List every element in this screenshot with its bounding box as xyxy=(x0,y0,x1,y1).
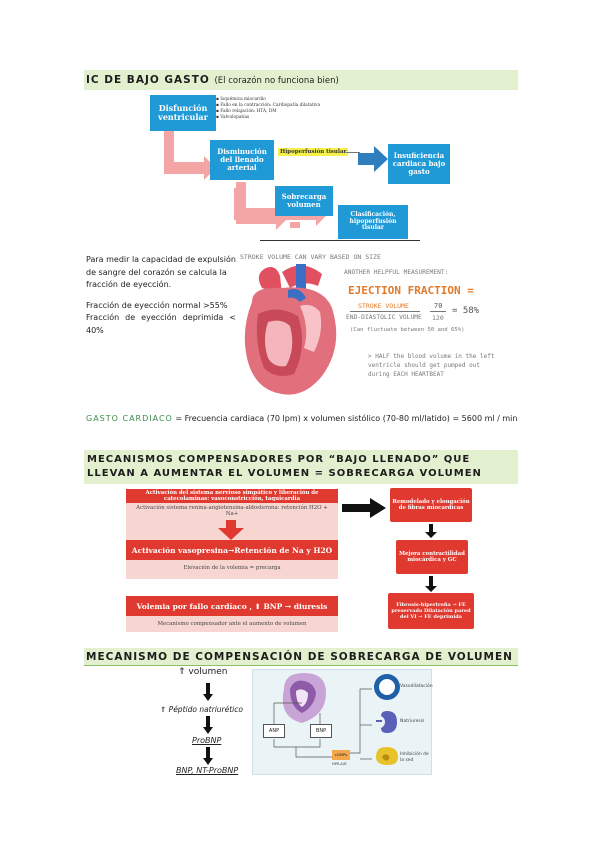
right-arrow-black xyxy=(342,498,386,518)
red-bar-1: Activación del sistema nervioso simpátic… xyxy=(126,489,338,503)
sketch-fraction-line xyxy=(350,311,420,312)
pink-bar-3: Mecanismo compensador ante el aumento de… xyxy=(126,616,338,632)
mech-step-probnp: ProBNP xyxy=(192,736,222,745)
diagram-cgmp-box: cGMPs xyxy=(332,750,350,760)
ef-normal: Fracción de eyección normal >55% xyxy=(86,300,228,310)
diagram-sed: Inhibición de la sed xyxy=(400,752,429,763)
sketch-num-line xyxy=(430,311,446,312)
gasto-label: GASTO CARDIACO xyxy=(86,414,173,423)
section2-title: MECANISMOS COMPENSADORES POR “BAJO LLENA… xyxy=(87,454,482,479)
note-1: Isquémica miocardio xyxy=(216,97,320,103)
right-box-1: Remodelado y elongación de fibras miocar… xyxy=(390,488,472,522)
note-2: Fallo en la contracción: Cardiopatía dil… xyxy=(216,103,320,109)
flow-blue-arrow xyxy=(358,146,388,172)
sketch-result: = 58% xyxy=(452,306,480,316)
flow-box-disminucion: Disminución del llenado arterial xyxy=(210,140,274,180)
sketch-end-diastolic: END-DIASTOLIC VOLUME xyxy=(346,314,422,321)
flow-notes: Isquémica miocardio Fallo en la contracc… xyxy=(216,97,320,121)
section1-title: IC DE BAJO GASTO xyxy=(86,74,210,86)
ef-deprimida: Fracción de eyección deprimida < 40% xyxy=(86,313,236,335)
flow-arrow-1 xyxy=(164,128,216,180)
diagram-connectors xyxy=(273,688,372,760)
flow-arrow-stub xyxy=(290,222,300,228)
flow-box-sobrecarga: Sobrecarga volumen xyxy=(275,186,333,216)
gasto-text: = Frecuencia cardiaca (70 lpm) x volumen… xyxy=(172,414,518,423)
sketch-another: ANOTHER HELPFUL MEASUREMENT: xyxy=(344,269,449,276)
sketch-ef-label: EJECTION FRACTION = xyxy=(348,284,474,297)
brain-icon xyxy=(376,747,398,765)
sketch-den: 120 xyxy=(432,314,444,322)
flow-arrow-3 xyxy=(234,188,328,226)
mech-arrow-3 xyxy=(203,747,213,765)
right-box-2: Mejora contractilidad miocárdica y GC xyxy=(396,540,468,574)
mech-arrow-1 xyxy=(203,683,213,701)
ef-p1: Para medir la capacidad de expulsión de … xyxy=(86,255,236,289)
right-box-3: Fibrosis-hipertrofia → FE preservada Dil… xyxy=(388,593,474,629)
diagram-anp-box: ANP xyxy=(263,724,285,738)
red-bar-2: Activación vasopresina→Retención de Na y… xyxy=(126,540,338,560)
vessel-icon xyxy=(374,674,400,700)
section1-header: IC DE BAJO GASTO (El corazón no funciona… xyxy=(84,70,518,90)
flow-line-right xyxy=(346,152,360,153)
right-down-arrow-1 xyxy=(425,524,437,538)
flow-box-clasificacion: Clasificación, hipoperfusión tisular xyxy=(338,205,408,239)
mech-arrow-2 xyxy=(203,716,213,734)
diagram-natriuresis: Natriuresis xyxy=(400,719,425,724)
sketch-half-note: > HALF the blood volume in the left vent… xyxy=(368,353,495,378)
mech-step-volumen: ⇑ volumen xyxy=(178,667,228,677)
sketch-num: 70 xyxy=(434,302,443,310)
sketch-fluctuate: (Can fluctuate between 50 and 65%) xyxy=(350,327,465,333)
ef-paragraph: Para medir la capacidad de expulsión de … xyxy=(86,254,236,337)
right-down-arrow-2 xyxy=(425,576,437,592)
diagram-npr-label: NPR-A/B xyxy=(332,762,347,766)
sketch-title: STROKE VOLUME CAN VARY BASED ON SIZE xyxy=(240,253,381,261)
down-arrow-1 xyxy=(218,520,244,540)
pink-bar-1: Activación sistema renina-angiotensina-a… xyxy=(126,503,338,519)
flow-box-insuficiencia: Insuficiencia cardiaca bajo gasto xyxy=(388,144,450,184)
mech-step-peptido: ⇑ Péptido natriurético xyxy=(160,705,243,714)
heart-illustration xyxy=(244,264,337,395)
gasto-paragraph: GASTO CARDIACO = Frecuencia cardiaca (70… xyxy=(86,413,518,425)
section2-header: MECANISMOS COMPENSADORES POR “BAJO LLENA… xyxy=(84,450,518,484)
kidney-icon xyxy=(376,711,397,733)
sketch-stroke-volume: STROKE VOLUME xyxy=(358,302,409,310)
diagram-vasodilatacion: Vasodilatación xyxy=(400,684,433,689)
mech-step-bnp: BNP, NT-ProBNP xyxy=(176,766,239,775)
note-4: Valvulopatías xyxy=(216,115,320,121)
section1-subtitle: (El corazón no funciona bien) xyxy=(214,76,339,86)
pink-bar-2: Elevación de la volemia = precarga xyxy=(126,560,338,576)
flow-baseline xyxy=(260,240,420,241)
section3-header: MECANISMO DE COMPENSACIÓN DE SOBRECARGA … xyxy=(84,648,518,666)
flow-highlight: Hipoperfusión tisular xyxy=(278,148,349,156)
flow-box-disfuncion: Disfunción ventricular xyxy=(150,95,216,131)
diagram-heart-icon xyxy=(282,673,326,723)
diagram-bnp-box: BNP xyxy=(310,724,332,738)
red-bar-3: Volemia por fallo cardíaco , ⬆ BNP → diu… xyxy=(126,596,338,616)
note-3: Fallo relajación: HTA, DM xyxy=(216,109,320,115)
section3-title: MECANISMO DE COMPENSACIÓN DE SOBRECARGA … xyxy=(86,651,513,663)
